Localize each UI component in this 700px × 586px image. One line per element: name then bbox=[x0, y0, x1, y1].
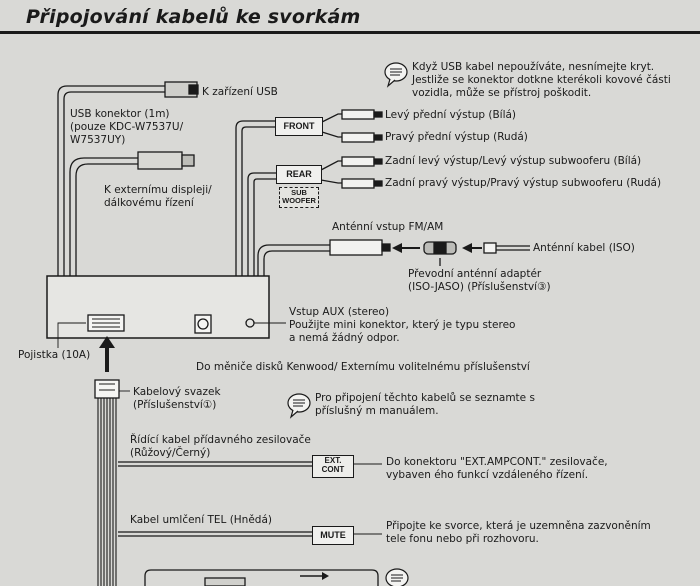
antenna-input-plug bbox=[329, 239, 383, 256]
rear-right-label: Zadní pravý výstup/Pravý výstup subwoofe… bbox=[385, 177, 662, 189]
usb-cable bbox=[57, 85, 165, 276]
front-right-rca bbox=[341, 132, 375, 143]
amp-note: Do konektoru "EXT.AMPCONT." zesilovače, … bbox=[386, 456, 608, 481]
changer-connector bbox=[194, 314, 212, 334]
antenna-adapter-label: Převodní anténní adaptér (ISO-JASO) (Pří… bbox=[408, 268, 551, 293]
page-title: Připojování kabelů ke svorkám bbox=[26, 6, 361, 28]
harness-label: Kabelový svazek (Příslušenství①) bbox=[133, 386, 221, 411]
mute-box: MUTE bbox=[312, 526, 354, 545]
usb-note: Když USB kabel nepoužíváte, nesnímejte k… bbox=[412, 61, 671, 99]
rear-right-rca bbox=[341, 178, 375, 189]
harness-bundle bbox=[97, 398, 117, 586]
rear-left-label: Zadní levý výstup/Levý výstup subwooferu… bbox=[385, 155, 642, 167]
antenna-cable-plug bbox=[483, 242, 497, 254]
antenna-input-label: Anténní vstup FM/AM bbox=[332, 221, 444, 233]
usb-connector-label: USB konektor (1m) (pouze KDC-W7537U/ W75… bbox=[70, 108, 184, 146]
ext-display-cable bbox=[69, 157, 138, 276]
mute-note: Připojte ke svorce, která je uzemněna za… bbox=[386, 520, 651, 545]
ext-cont-box: EXT. CONT bbox=[312, 455, 354, 478]
bottom-item bbox=[144, 569, 379, 586]
fuse-label: Pojistka (10A) bbox=[18, 349, 91, 361]
front-box: FRONT bbox=[275, 117, 323, 136]
sub-woofer-box: SUB WOOFER bbox=[279, 187, 319, 208]
front-left-label: Levý přední výstup (Bílá) bbox=[385, 109, 517, 121]
rear-box: REAR bbox=[276, 165, 322, 184]
rear-cable bbox=[247, 172, 276, 276]
front-left-rca bbox=[341, 109, 375, 120]
ext-display-plug bbox=[137, 151, 183, 170]
ext-display-label: K externímu displeji/ dálkovému řízení bbox=[104, 184, 212, 209]
manual-note: Pro připojení těchto kabelů se seznamte … bbox=[315, 392, 535, 417]
antenna-cable bbox=[257, 244, 330, 276]
note-icon-manual bbox=[287, 393, 311, 419]
harness-connector bbox=[94, 379, 120, 399]
aux-input-label: Vstup AUX (stereo) Použijte mini konekto… bbox=[289, 306, 516, 344]
title-rule bbox=[0, 31, 700, 34]
amp-cable-label: Řídící kabel přídavného zesilovače (Růžo… bbox=[130, 434, 311, 459]
changer-label: Do měniče disků Kenwood/ Externímu volit… bbox=[196, 361, 530, 373]
head-unit bbox=[46, 275, 270, 339]
rear-left-rca bbox=[341, 156, 375, 167]
note-icon-usb bbox=[384, 62, 408, 88]
note-icon-bottom bbox=[385, 568, 409, 586]
usb-device-label: K zařízení USB bbox=[202, 86, 278, 98]
mute-cable-label: Kabel umlčení TEL (Hnědá) bbox=[130, 514, 272, 526]
front-right-label: Pravý přední výstup (Rudá) bbox=[385, 131, 528, 143]
antenna-cable-label: Anténní kabel (ISO) bbox=[533, 242, 635, 254]
front-cable bbox=[235, 120, 275, 276]
